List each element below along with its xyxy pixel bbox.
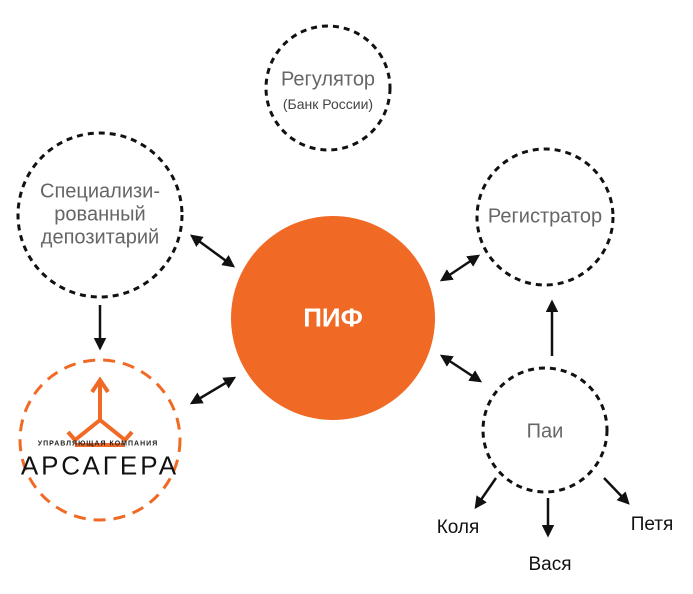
regulator-subtitle: (Банк России)	[282, 95, 374, 112]
company-name: АРСАГЕРА	[20, 450, 180, 481]
company-circle	[18, 358, 182, 522]
depositary-circle	[16, 131, 184, 299]
arrow-depositary-pif	[189, 234, 236, 268]
arrow-pif-registrator	[439, 254, 481, 282]
regulator-title: Регулятор	[280, 68, 376, 91]
registrator-circle	[475, 147, 615, 287]
depositary-title: Специализи- рованный депозитарий	[40, 180, 160, 249]
holder-petya: Петя	[630, 514, 674, 535]
regulator-circle	[264, 24, 392, 152]
holder-kolya: Коля	[436, 517, 480, 538]
shares-circle	[481, 366, 609, 494]
registrator-title: Регистратор	[487, 205, 603, 228]
arrow-shares-kolya	[474, 477, 498, 510]
arrow-shares-petya	[603, 477, 630, 505]
arsagera-logo-icon	[66, 376, 134, 447]
arrow-company-pif	[189, 376, 237, 405]
pif-circle	[231, 216, 435, 420]
arrow-pif-shares	[439, 354, 483, 383]
company-subtitle: УПРАВЛЯЮЩАЯ КОМПАНИЯ	[37, 440, 159, 448]
holder-vasya: Вася	[528, 554, 572, 575]
shares-title: Паи	[526, 420, 564, 443]
pif-title: ПИФ	[303, 302, 363, 333]
